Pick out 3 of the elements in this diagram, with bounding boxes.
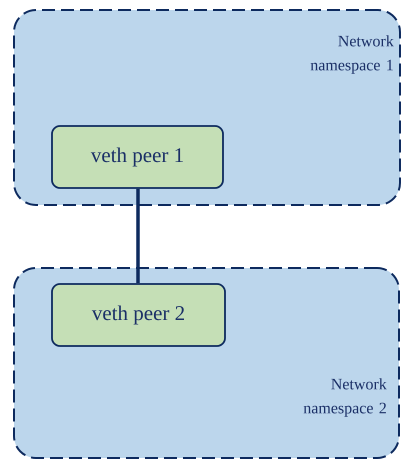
veth-box: veth peer 1 [51,125,224,189]
connector-line [136,188,140,284]
veth-box: veth peer 2 [51,283,226,347]
